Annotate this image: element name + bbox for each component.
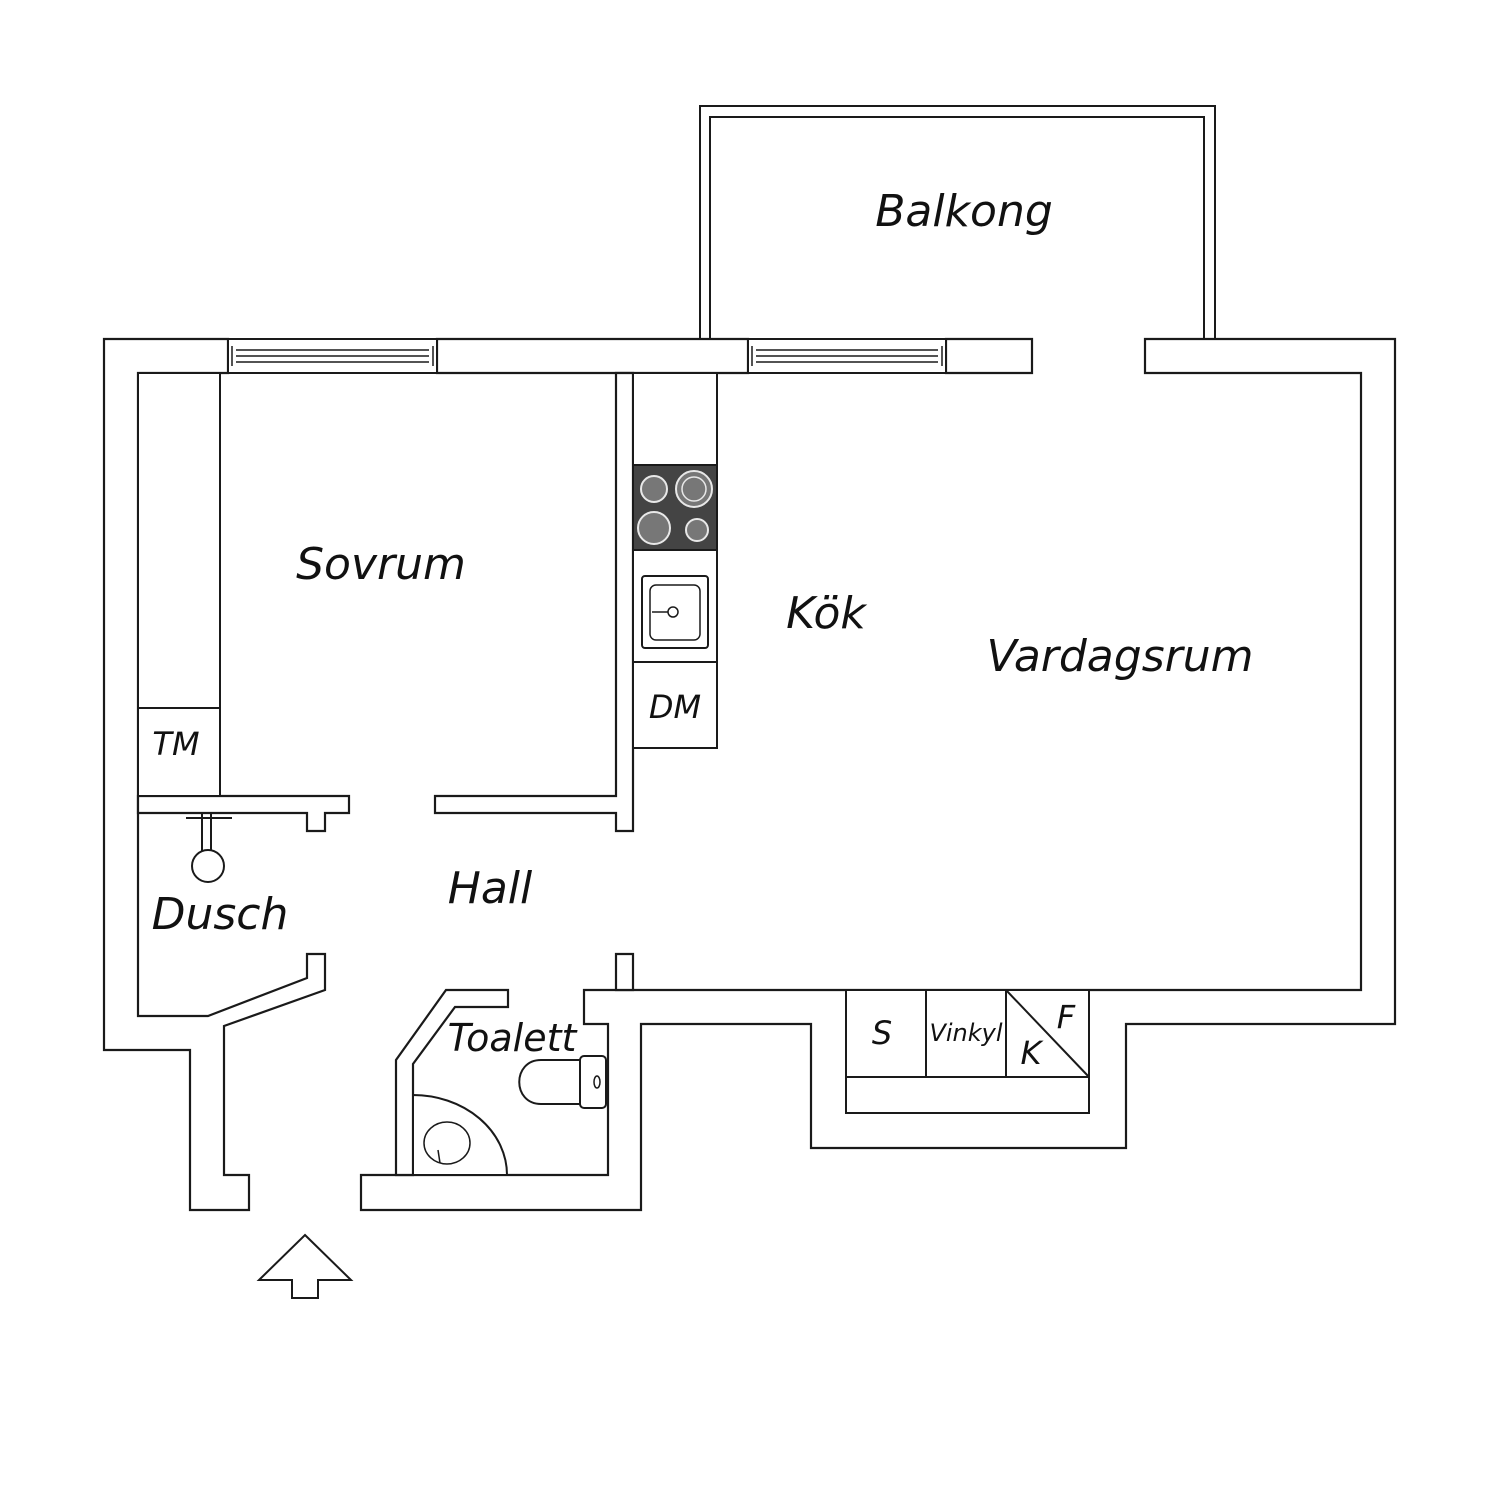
toilet-wall bbox=[394, 988, 510, 1177]
fixture-label-wine-fridge: Vinkyl bbox=[929, 1019, 1002, 1047]
room-label-kitchen: Kök bbox=[786, 588, 867, 639]
window-living bbox=[747, 338, 947, 374]
storage-row bbox=[845, 989, 1090, 1114]
fixture-label-dishwasher: DM bbox=[649, 688, 701, 726]
room-label-bedroom: Sovrum bbox=[296, 539, 466, 590]
fixture-label-freezer: F bbox=[1057, 998, 1076, 1036]
balcony bbox=[699, 105, 1216, 340]
kitchen-sink-icon bbox=[641, 575, 709, 649]
kitchen-counter bbox=[632, 372, 718, 749]
toilet-icon bbox=[518, 1055, 607, 1109]
fixture-label-dryer: TM bbox=[152, 725, 199, 763]
outer-wall bbox=[102, 337, 1397, 1212]
window-bedroom bbox=[227, 338, 438, 374]
hall-jamb bbox=[614, 952, 635, 992]
washbasin-icon bbox=[412, 1093, 509, 1176]
fixture-label-storage: S bbox=[872, 1014, 892, 1052]
room-label-living: Vardagsrum bbox=[987, 631, 1254, 682]
fixture-label-fridge: K bbox=[1021, 1034, 1045, 1072]
room-label-balcony: Balkong bbox=[875, 186, 1053, 237]
room-label-hall: Hall bbox=[448, 863, 533, 914]
shower-head-icon bbox=[186, 813, 232, 883]
bedroom-wall-left bbox=[136, 794, 351, 833]
entrance-arrow-icon bbox=[256, 1233, 354, 1299]
stove-icon bbox=[632, 464, 718, 551]
bedroom-wall bbox=[433, 371, 635, 833]
wardrobe bbox=[137, 372, 221, 797]
room-label-shower: Dusch bbox=[152, 889, 289, 940]
room-label-toilet: Toalett bbox=[448, 1016, 579, 1060]
